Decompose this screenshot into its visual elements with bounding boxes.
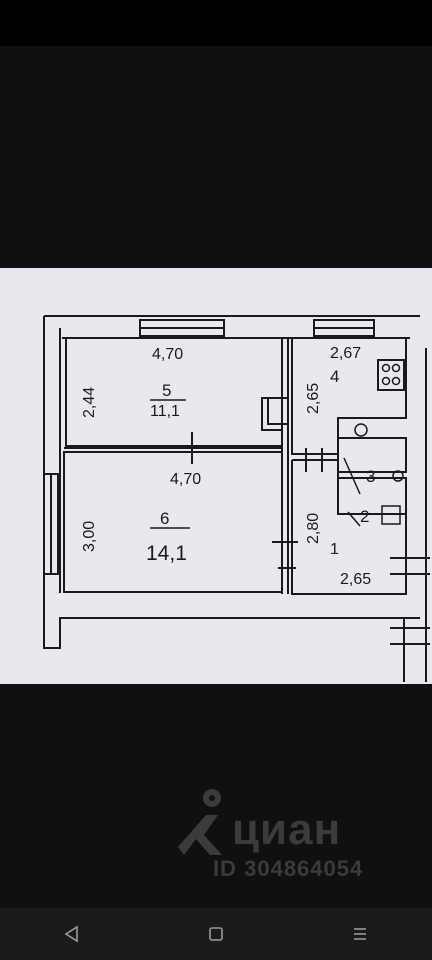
room4-depth-label: 2,65 <box>305 383 322 414</box>
room1-depth-label: 2,80 <box>305 513 322 544</box>
room6-depth-label: 3,00 <box>81 521 98 552</box>
room4-width-label: 2,67 <box>330 345 361 362</box>
room6-number-label: 6 <box>160 509 169 528</box>
room1-width-label: 2,65 <box>340 571 371 588</box>
location-pin-person-icon <box>178 789 222 855</box>
room5-area-label: 11,1 <box>150 403 180 420</box>
room2-number-label: 2 <box>360 507 369 526</box>
nav-home-button[interactable] <box>196 914 236 954</box>
room6-area-label: 14,1 <box>146 542 187 565</box>
back-triangle-icon <box>64 925 78 943</box>
room4-number-label: 4 <box>330 367 339 386</box>
room3-number-label: 3 <box>366 467 375 486</box>
watermark-listing-id: ID 304864054 <box>213 856 364 881</box>
nav-back-button[interactable] <box>52 914 92 954</box>
room5-width-label: 4,70 <box>152 346 183 363</box>
nav-recents-button[interactable] <box>340 914 380 954</box>
watermark-brand: циан <box>232 805 342 854</box>
status-bar <box>0 0 432 46</box>
system-navigation-bar <box>0 908 432 960</box>
room5-number-label: 5 <box>162 381 171 400</box>
room5-depth-label: 2,44 <box>81 387 98 418</box>
floor-plan-image[interactable]: 4,70 2,44 5 11,1 4,70 3,00 6 14,1 2,67 2… <box>0 268 432 684</box>
home-square-icon <box>209 927 223 941</box>
floor-plan-drawing: 4,70 2,44 5 11,1 4,70 3,00 6 14,1 2,67 2… <box>43 315 430 682</box>
menu-lines-icon <box>354 928 366 940</box>
room6-width-label: 4,70 <box>170 471 201 488</box>
room1-number-label: 1 <box>330 541 339 558</box>
